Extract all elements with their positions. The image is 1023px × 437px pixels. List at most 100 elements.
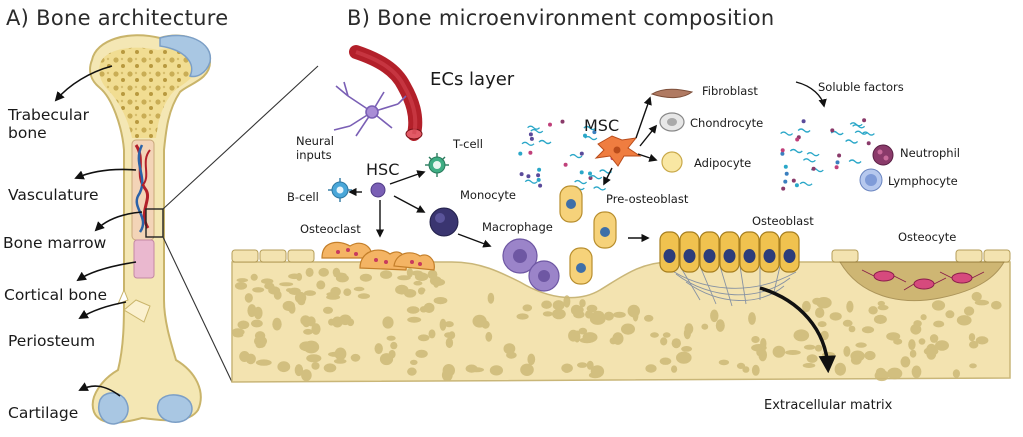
matrix-spot — [552, 300, 565, 311]
matrix-spot — [577, 362, 588, 368]
matrix-spot — [644, 314, 654, 322]
matrix-spot — [251, 319, 263, 328]
matrix-spot — [850, 355, 862, 365]
osteoclast-cells — [321, 241, 435, 271]
matrix-spot — [875, 367, 886, 377]
msc-cell — [594, 135, 642, 167]
matrix-spot — [527, 353, 536, 365]
label-fibroblast: Fibroblast — [702, 84, 758, 98]
soluble-factor-dot — [588, 171, 592, 176]
matrix-spot — [920, 314, 927, 321]
matrix-spot — [570, 304, 582, 316]
label-vasculature: Vasculature — [8, 186, 99, 204]
tcell-cell — [425, 153, 449, 177]
label-osteoblast: Osteoblast — [752, 214, 814, 228]
matrix-spot — [715, 319, 725, 332]
matrix-spot — [250, 273, 258, 281]
label-neural-inputs: Neural inputs — [296, 134, 334, 162]
label-chondrocyte: Chondrocyte — [690, 116, 764, 130]
osteoblast-nucleus — [783, 249, 796, 263]
soluble-factor-squiggle — [848, 159, 862, 164]
lymphocyte-cell — [859, 168, 883, 192]
fibroblast-cell — [650, 88, 694, 99]
soluble-factor-squiggle — [802, 158, 816, 163]
matrix-spot — [756, 349, 763, 357]
matrix-spot — [379, 353, 394, 366]
matrix-spot — [520, 363, 534, 376]
matrix-spot — [386, 335, 396, 341]
matrix-spot — [489, 365, 503, 376]
osteoblast-nucleus — [743, 249, 756, 263]
matrix-spot — [816, 297, 832, 309]
matrix-spot — [868, 306, 878, 315]
matrix-spot — [279, 282, 294, 287]
matrix-spot — [306, 354, 322, 363]
matrix-spot — [971, 291, 982, 302]
matrix-spot — [785, 350, 801, 355]
soluble-factor-squiggle — [797, 128, 811, 133]
matrix-spot — [305, 267, 314, 277]
matrix-spot — [931, 300, 946, 311]
soluble-factor-dot — [866, 141, 871, 146]
matrix-spot — [710, 309, 719, 323]
label-cartilage: Cartilage — [8, 404, 79, 422]
matrix-spot — [969, 340, 979, 349]
matrix-spot — [900, 356, 911, 368]
matrix-spot — [359, 273, 372, 282]
soluble-factor-dot — [588, 176, 593, 180]
matrix-spot — [311, 362, 320, 370]
matrix-spot — [772, 345, 786, 358]
label-ecs-layer: ECs layer — [430, 69, 515, 90]
soluble-factor-dot — [795, 137, 800, 142]
soluble-factor-dot — [563, 162, 568, 167]
soluble-factor-dot — [538, 183, 543, 188]
soluble-factor-squiggle — [574, 179, 588, 185]
matrix-spot — [964, 306, 975, 316]
matrix-spot — [468, 367, 484, 373]
matrix-spot — [231, 328, 245, 336]
label-adipocyte: Adipocyte — [694, 156, 752, 170]
matrix-spot — [848, 325, 856, 333]
matrix-spot — [582, 332, 598, 343]
bcell-cell — [328, 178, 352, 202]
matrix-spot — [589, 313, 606, 325]
matrix-spot — [627, 304, 640, 318]
matrix-spot — [445, 337, 454, 349]
matrix-spot — [316, 280, 326, 290]
matrix-spot — [645, 364, 657, 373]
chondrocyte-cell — [659, 112, 685, 132]
soluble-factor-dot — [519, 172, 524, 177]
soluble-factor-dot — [536, 177, 541, 182]
matrix-spot — [662, 332, 671, 338]
matrix-spot — [245, 353, 256, 365]
monocyte-cell — [429, 207, 459, 237]
matrix-spot — [586, 360, 594, 370]
matrix-spot — [272, 317, 282, 331]
matrix-spot — [444, 321, 454, 328]
label-lymphocyte: Lymphocyte — [888, 174, 958, 188]
matrix-spot — [288, 287, 301, 295]
matrix-spot — [415, 349, 428, 358]
matrix-spot — [671, 338, 681, 349]
matrix-spot — [326, 292, 338, 297]
matrix-spot — [357, 293, 370, 299]
matrix-spot — [311, 323, 321, 335]
soluble-factors — [518, 118, 880, 191]
matrix-spot — [671, 365, 678, 373]
matrix-spot — [886, 332, 901, 341]
matrix-spot — [277, 361, 291, 373]
matrix-spot — [815, 307, 825, 319]
soluble-factor-dot — [801, 119, 806, 124]
matrix-spot — [806, 354, 818, 363]
matrix-spot — [541, 300, 552, 309]
matrix-spot — [428, 329, 436, 339]
osteoblast-nucleus — [723, 249, 736, 263]
matrix-spot — [968, 333, 976, 342]
matrix-spot — [418, 287, 426, 293]
matrix-spot — [952, 369, 961, 378]
soluble-factor-squiggle — [524, 179, 538, 184]
matrix-spot — [659, 357, 672, 365]
matrix-spot — [237, 320, 250, 330]
matrix-spot — [969, 363, 977, 369]
